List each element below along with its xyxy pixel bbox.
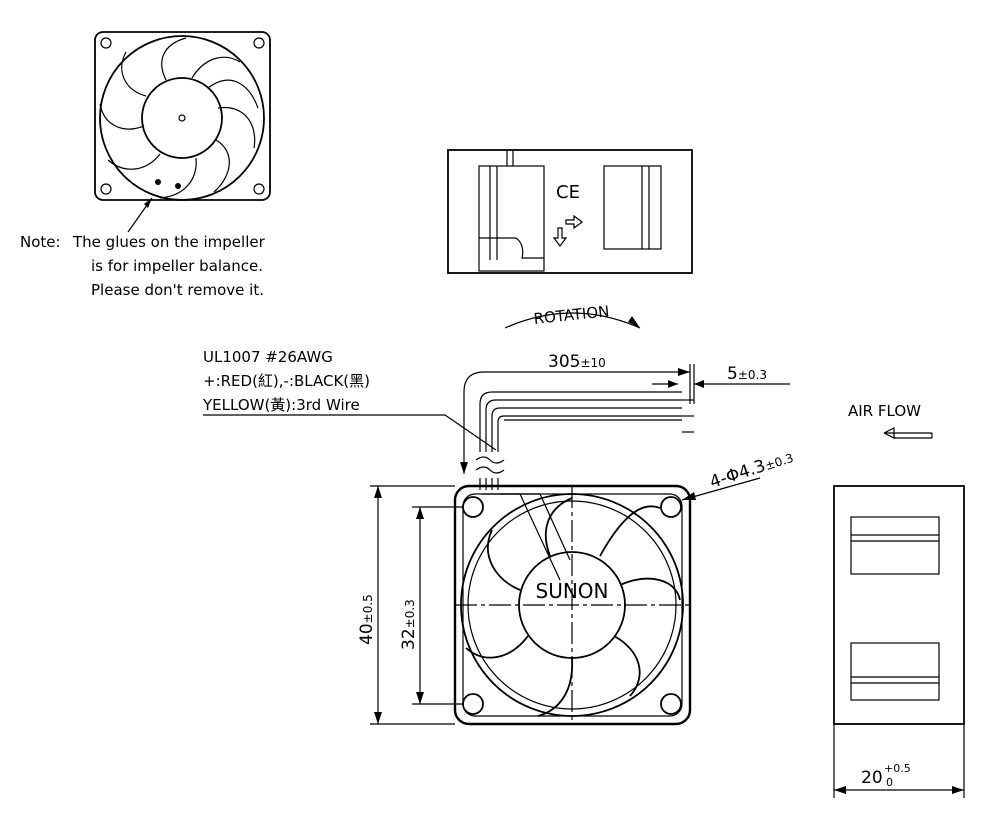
mount-hole-top-left-icon <box>462 496 484 518</box>
fan-side-view <box>833 485 965 725</box>
dim-arrow-icon <box>460 462 468 474</box>
hole-pitch-tol: ±0.3 <box>403 599 417 628</box>
label-frame <box>447 149 693 274</box>
brand-label: SUNON <box>536 579 609 603</box>
dim-height: 40±0.5 <box>357 485 455 725</box>
label-side-view: CE <box>447 149 693 274</box>
mount-hole-icon <box>100 37 112 49</box>
dim-wire-length: 305±10 <box>460 352 691 474</box>
impeller-housing-ring <box>99 35 265 201</box>
svg-text:4-Φ4.3±0.3: 4-Φ4.3±0.3 <box>707 447 795 493</box>
svg-text:5±0.3: 5±0.3 <box>727 364 767 384</box>
thickness-value: 20 <box>861 768 883 788</box>
wire-spec-line-2: +:RED(紅),-:BLACK(黑) <box>203 372 370 390</box>
mount-hole-icon <box>253 37 265 49</box>
side-frame <box>833 485 965 725</box>
note-line-2: is for impeller balance. <box>91 257 263 275</box>
wire-spec-leader <box>444 414 497 451</box>
thickness-tol-upper: +0.5 <box>884 762 911 775</box>
wire-spec-line-3: YELLOW(黃):3rd Wire <box>202 396 360 414</box>
air-flow-label: AIR FLOW <box>848 402 921 420</box>
svg-text:305±10: 305±10 <box>548 352 606 372</box>
dim-arrow-icon <box>834 786 846 794</box>
wire-spec: UL1007 #26AWG +:RED(紅),-:BLACK(黑) YELLOW… <box>202 348 497 451</box>
mount-hole-icon <box>253 183 265 195</box>
label-block <box>603 165 662 250</box>
dim-arrow-icon <box>682 492 696 500</box>
rotation-arrow-icon <box>628 316 640 328</box>
strip-length-value: 5 <box>727 364 738 384</box>
wire-spec-line-1: UL1007 #26AWG <box>203 348 333 366</box>
air-flow-indicator: AIR FLOW <box>848 402 933 439</box>
svg-text:32±0.3: 32±0.3 <box>399 599 419 650</box>
rotation-direction-arrow-icon <box>552 227 568 247</box>
thickness-tol-lower: 0 <box>886 776 893 789</box>
dim-strip-length: 5±0.3 <box>652 364 790 404</box>
glue-note: Note: The glues on the impeller is for i… <box>20 233 266 299</box>
mount-hole-icon <box>100 183 112 195</box>
dim-arrow-icon <box>678 368 690 376</box>
note-line-3: Please don't remove it. <box>91 281 264 299</box>
note-prefix: Note: <box>20 233 61 251</box>
mount-hole-bottom-right-icon <box>660 693 682 715</box>
impeller-frame <box>94 31 271 201</box>
side-slot-bottom <box>850 642 940 701</box>
dim-arrow-icon <box>668 380 678 388</box>
height-tol: ±0.5 <box>361 594 375 623</box>
wire-length-tol: ±10 <box>580 356 605 370</box>
strip-length-tol: ±0.3 <box>738 368 767 382</box>
note-line-1: The glues on the impeller <box>72 233 266 251</box>
dim-thickness: 20 +0.5 0 <box>833 724 965 798</box>
fan-blades <box>465 497 681 717</box>
rotation-indicator: ROTATION <box>504 302 641 329</box>
lead-wires <box>475 391 694 490</box>
impeller-detail-view <box>94 31 271 233</box>
connector-outline <box>478 165 545 272</box>
dim-arrow-icon <box>416 507 424 519</box>
rotation-arc <box>504 312 641 329</box>
glue-dot-icon <box>155 179 161 185</box>
dim-arrow-icon <box>416 692 424 704</box>
ce-mark: CE <box>556 182 580 203</box>
wire-length-value: 305 <box>548 352 580 372</box>
note-arrow-icon <box>144 198 152 208</box>
fan-front-view: SUNON <box>453 484 692 726</box>
dim-holes: 4-Φ4.3±0.3 <box>681 447 795 501</box>
dim-arrow-icon <box>694 380 704 388</box>
mount-hole-bottom-left-icon <box>462 693 484 715</box>
hole-pitch-value: 32 <box>399 628 419 650</box>
holes-value: 4-Φ4.3 <box>707 456 768 493</box>
impeller-hub <box>141 77 223 159</box>
air-flow-arrow-icon <box>883 427 932 439</box>
dim-hole-pitch: 32±0.3 <box>399 506 463 705</box>
glue-dot-icon <box>175 183 181 189</box>
impeller-blades <box>99 37 259 199</box>
dim-arrow-icon <box>374 486 382 498</box>
wire-rib <box>482 493 571 581</box>
side-slot-top <box>850 516 940 575</box>
height-value: 40 <box>357 623 377 645</box>
mount-hole-top-right-icon <box>660 496 682 518</box>
holes-tol: ±0.3 <box>763 451 795 473</box>
dim-arrow-icon <box>374 712 382 724</box>
dim-arrow-icon <box>952 786 964 794</box>
svg-text:40±0.5: 40±0.5 <box>357 594 377 645</box>
airflow-direction-arrow-icon <box>565 214 583 230</box>
hub-center-icon <box>178 114 186 122</box>
wire-break-icon <box>475 456 505 464</box>
rotation-label: ROTATION <box>533 302 610 328</box>
